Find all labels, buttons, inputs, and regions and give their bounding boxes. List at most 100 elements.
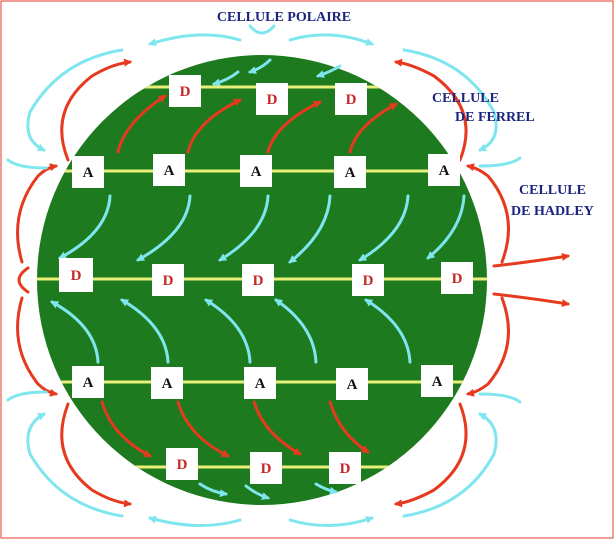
ferrel-cell-title-line1: CELLULE	[432, 91, 499, 106]
low-pressure-label: D	[267, 92, 278, 108]
pressure-boxes: D D D A A A A A	[59, 75, 473, 484]
wind-arrow	[288, 194, 332, 264]
low-pressure-box: D	[256, 83, 288, 115]
high-pressure-label: A	[162, 376, 173, 392]
high-pressure-label: A	[439, 163, 450, 179]
polar-outer-loop-right	[402, 48, 498, 152]
low-pressure-label: D	[180, 84, 191, 100]
low-pressure-label: D	[261, 461, 272, 477]
wind-arrow	[136, 194, 192, 262]
ferrel-cell-loop-right-south	[394, 402, 468, 508]
hadley-return-right	[478, 156, 522, 168]
ferrel-cell-loop-right	[394, 58, 468, 162]
ferrel-cell-title-line2: DE FERREL	[455, 110, 535, 125]
high-pressure-label: A	[255, 376, 266, 392]
polar-cell-title: CELLULE POLAIRE	[217, 10, 351, 25]
high-pressure-box: A	[151, 367, 183, 399]
polar-outer-loop-left-south	[26, 412, 124, 518]
polar-cell-loop-left	[148, 33, 242, 46]
high-pressure-box: A	[334, 156, 366, 188]
hadley-cell-loop-right-south	[466, 296, 510, 397]
wind-arrow	[328, 400, 370, 454]
low-pressure-label: D	[346, 92, 357, 108]
wind-arrow	[244, 484, 270, 500]
high-pressure-label: A	[432, 374, 443, 390]
low-pressure-box: D	[335, 83, 367, 115]
equator-outflow-lower	[492, 292, 570, 308]
low-pressure-label: D	[177, 457, 188, 473]
high-pressure-label: A	[164, 163, 175, 179]
low-pressure-box: D	[242, 264, 274, 296]
polar-cell-loop-left-south	[148, 515, 242, 527]
polar-cell-loop-right	[288, 33, 374, 46]
high-pressure-label: A	[347, 377, 358, 393]
wind-arrow	[364, 298, 412, 364]
hadley-return-right-south	[478, 392, 522, 404]
wind-arrow	[212, 70, 240, 87]
wind-arrow	[100, 400, 152, 458]
wind-arrow	[50, 300, 100, 364]
hadley-cell-title-line1: CELLULE	[519, 183, 586, 198]
polar-outer-loop-right-south	[402, 412, 498, 518]
high-pressure-box: A	[336, 368, 368, 400]
wind-arrow	[176, 400, 230, 458]
wind-arrow	[274, 298, 318, 364]
high-pressure-box: A	[428, 154, 460, 186]
wind-arrow	[426, 194, 466, 260]
wind-arrow	[314, 482, 338, 495]
high-pressure-box: A	[153, 154, 185, 186]
equator-outflow-upper	[492, 252, 570, 268]
high-pressure-label: A	[83, 375, 94, 391]
wind-arrow	[348, 102, 398, 154]
wind-arrow	[186, 98, 242, 154]
ferrel-cell-loop-left	[60, 58, 132, 162]
low-pressure-box: D	[441, 262, 473, 294]
wind-arrow	[58, 194, 112, 260]
hadley-cell-title-line2: DE HADLEY	[511, 204, 594, 219]
low-pressure-box: D	[152, 264, 184, 296]
low-pressure-label: D	[363, 273, 374, 289]
low-pressure-label: D	[340, 461, 351, 477]
wind-arrow	[252, 400, 302, 456]
high-pressure-label: A	[83, 165, 94, 181]
low-pressure-label: D	[253, 273, 264, 289]
polar-cell-curl	[248, 24, 276, 35]
wind-arrow	[266, 100, 322, 154]
ferrel-cell-loop-left-south	[60, 402, 132, 508]
equator-outflow-left	[17, 266, 30, 294]
high-pressure-box: A	[72, 366, 104, 398]
low-pressure-label: D	[71, 268, 82, 284]
high-pressure-box: A	[240, 155, 272, 187]
low-pressure-label: D	[452, 271, 463, 287]
high-pressure-label: A	[251, 164, 262, 180]
high-pressure-box: A	[244, 367, 276, 399]
polar-outer-loop-left	[26, 48, 124, 152]
hadley-return-left	[6, 158, 48, 170]
low-pressure-box: D	[352, 264, 384, 296]
cell-loops	[6, 24, 570, 527]
hadley-cell-loop-right	[466, 163, 510, 264]
wind-arrow	[116, 94, 167, 154]
wind-arrow	[218, 194, 270, 262]
low-pressure-box: D	[250, 452, 282, 484]
wind-arrow	[204, 298, 252, 364]
low-pressure-box: D	[59, 258, 93, 292]
hadley-return-left-south	[6, 390, 48, 402]
wind-arrow	[120, 298, 170, 364]
high-pressure-label: A	[345, 165, 356, 181]
surface-winds	[50, 58, 466, 500]
polar-cell-loop-right-south	[288, 516, 374, 527]
high-pressure-box: A	[72, 156, 104, 188]
wind-arrow	[316, 64, 342, 78]
hadley-cell-loop-left	[16, 163, 58, 264]
hadley-cell-loop-left-south	[16, 296, 58, 397]
wind-arrow	[358, 194, 410, 262]
high-pressure-box: A	[421, 365, 453, 397]
low-pressure-label: D	[163, 273, 174, 289]
wind-arrow	[248, 58, 272, 74]
low-pressure-box: D	[169, 75, 201, 107]
low-pressure-box: D	[166, 448, 198, 480]
low-pressure-box: D	[329, 452, 361, 484]
